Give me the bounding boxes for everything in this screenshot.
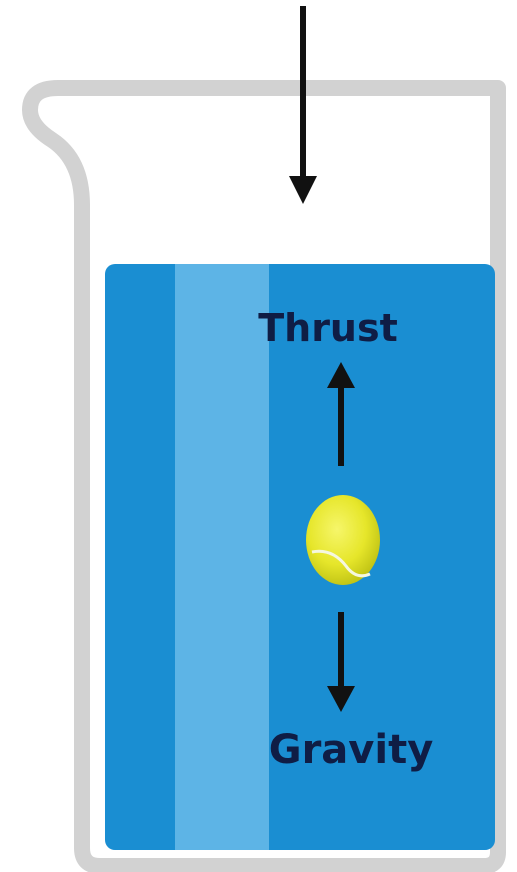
gravity-label: Gravity — [269, 727, 434, 773]
thrust-label: Thrust — [258, 306, 398, 350]
water-highlight — [175, 264, 269, 850]
ball-body — [306, 495, 380, 585]
tennis-ball-icon — [306, 495, 380, 585]
